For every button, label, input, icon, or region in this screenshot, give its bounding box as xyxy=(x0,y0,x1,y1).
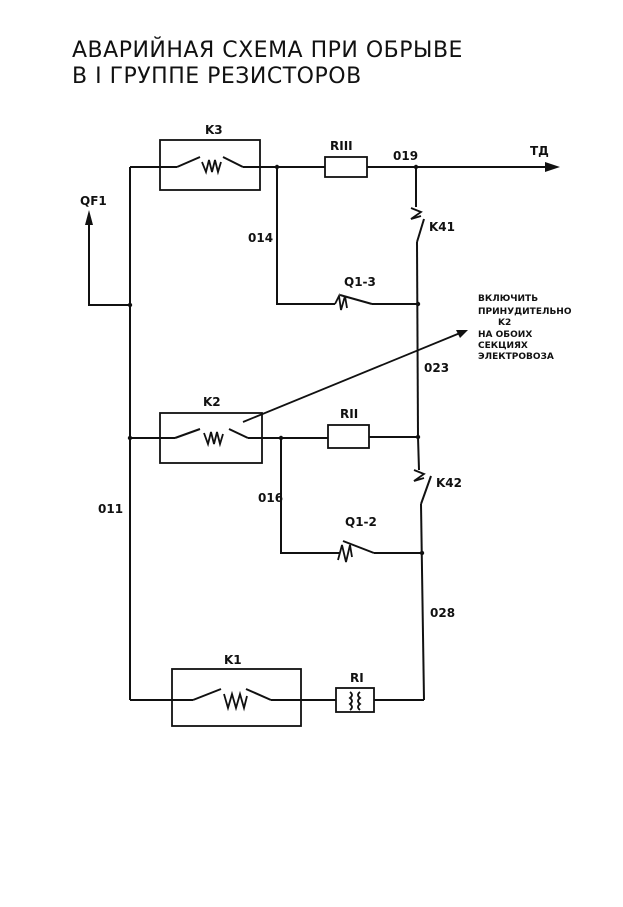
label-wire-016: 016 xyxy=(258,491,283,505)
diagram-title-line-2: В I ГРУППЕ РЕЗИСТОРОВ xyxy=(72,64,362,89)
label-q13: Q1-3 xyxy=(344,275,376,289)
qf1-wire xyxy=(88,220,130,306)
top-branch: K3 RIII 019 ТД xyxy=(129,123,560,700)
r1-coil-icon xyxy=(357,691,362,711)
q13-branch: 014 Q1-3 xyxy=(248,167,421,311)
k41-contact xyxy=(416,218,425,243)
resistor-r2 xyxy=(327,424,370,449)
k1-branch: K1 RI xyxy=(130,653,424,727)
junction-dot xyxy=(127,435,133,441)
q12-contact xyxy=(342,540,375,554)
note-line-4: НА ОБОИХ xyxy=(478,330,532,340)
k2-arc-chute-icon xyxy=(203,431,224,448)
note-line-1: ВКЛЮЧИТЬ xyxy=(478,294,538,304)
qf1-branch: QF1 xyxy=(80,194,133,308)
resistor-r1 xyxy=(335,687,375,713)
k42-interlock-icon xyxy=(413,469,426,482)
junction-dot xyxy=(127,302,133,308)
label-r2: RII xyxy=(340,407,358,421)
wire-023 xyxy=(416,241,419,438)
resistor-r3 xyxy=(324,156,368,178)
k2-branch: K2 RII xyxy=(127,330,468,464)
wire-014 xyxy=(276,167,335,305)
label-qf1: QF1 xyxy=(80,194,107,208)
note-line-3: K2 xyxy=(498,318,511,328)
k1-contact xyxy=(245,688,272,701)
k41-interlock-icon xyxy=(410,207,423,220)
label-wire-019: 019 xyxy=(393,149,418,163)
note-leader-line xyxy=(242,330,466,423)
k3-contactor-box xyxy=(159,139,261,191)
k1-contact xyxy=(192,688,222,701)
note-line-2: ПРИНУДИТЕЛЬНО xyxy=(478,307,572,317)
label-q12: Q1-2 xyxy=(345,515,377,529)
wire xyxy=(417,436,420,471)
qf1-arrow-icon xyxy=(85,210,93,225)
label-k2: K2 xyxy=(203,395,221,409)
k1-arc-chute-icon xyxy=(223,690,248,712)
label-r3: RIII xyxy=(330,139,353,153)
r1-coil-icon xyxy=(348,691,353,711)
label-wire-023: 023 xyxy=(424,361,449,375)
label-k41: K41 xyxy=(429,220,455,234)
label-wire-028: 028 xyxy=(430,606,455,620)
label-k1: K1 xyxy=(224,653,242,667)
diagram-title-line-1: АВАРИЙНАЯ СХЕМА ПРИ ОБРЫВЕ xyxy=(72,38,463,63)
label-td: ТД xyxy=(530,144,549,158)
label-k3: K3 xyxy=(205,123,223,137)
label-r1: RI xyxy=(350,671,364,685)
q12-trip-icon xyxy=(337,544,353,563)
k42-contact xyxy=(420,475,432,505)
q13-contact xyxy=(339,294,373,305)
k1-contactor-box xyxy=(171,668,302,727)
note-arrow-icon xyxy=(456,330,468,338)
k3-arc-chute-icon xyxy=(201,159,222,176)
k2-contact xyxy=(174,428,201,439)
label-wire-011: 011 xyxy=(98,502,123,516)
td-arrow-icon xyxy=(545,162,560,172)
k3-contact xyxy=(176,156,201,168)
k41-branch: K41 023 xyxy=(410,167,455,438)
note-line-6: ЭЛЕКТРОВОЗА xyxy=(478,352,554,362)
note-line-5: СЕКЦИЯХ xyxy=(478,341,528,351)
wire-028 xyxy=(420,503,425,701)
label-k42: K42 xyxy=(436,476,462,490)
label-wire-014: 014 xyxy=(248,231,273,245)
k2-contact xyxy=(228,428,249,439)
note-text: ВКЛЮЧИТЬ ПРИНУДИТЕЛЬНО K2 НА ОБОИХ СЕКЦИ… xyxy=(478,294,572,362)
q13-trip-icon xyxy=(334,293,348,311)
k3-contact xyxy=(222,156,244,168)
q12-branch: 016 Q1-2 011 xyxy=(98,438,425,563)
k42-branch: K42 028 xyxy=(413,436,462,701)
wire-016 xyxy=(280,438,340,554)
